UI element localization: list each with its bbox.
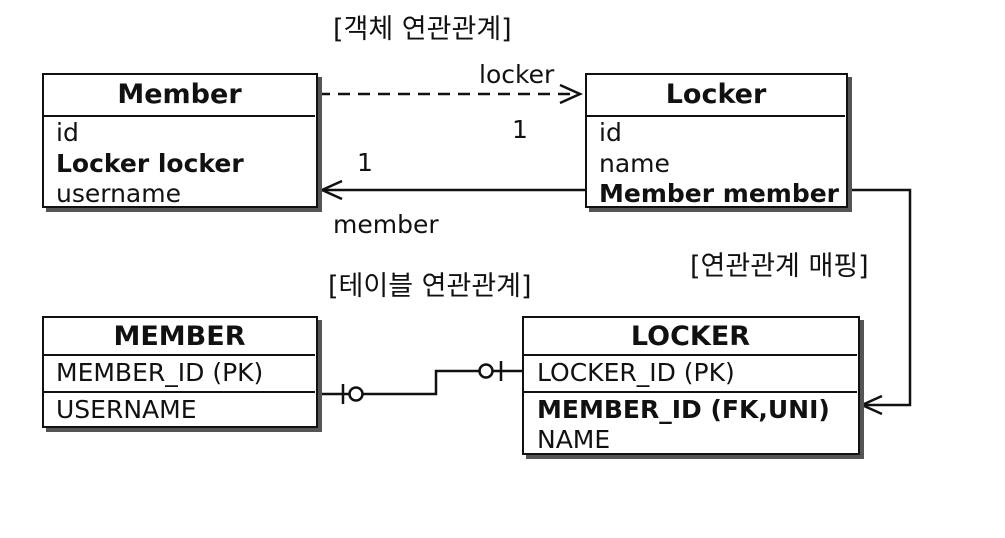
heading-table-relation: [테이블 연관관계] (328, 271, 532, 302)
member-field-locker: Locker locker (56, 149, 244, 178)
locker-role-label: locker (479, 60, 555, 89)
locker-class-name: Locker (665, 79, 767, 110)
locker-field-name: name (599, 149, 670, 178)
locker-circle-mark (478, 363, 494, 379)
member-field-id: id (56, 118, 79, 147)
locker-arrowhead (559, 83, 584, 105)
member-table-username: USERNAME (56, 395, 197, 424)
member-multiplicity: 1 (357, 148, 373, 177)
locker-table-name: LOCKER (630, 321, 751, 352)
locker-field-id: id (599, 118, 622, 147)
member-arrowhead (318, 179, 343, 201)
locker-table-name-col: NAME (537, 425, 611, 454)
member-class-name: Member (117, 79, 242, 110)
locker-table-divider-1 (524, 354, 857, 356)
member-class-box: Member id Locker locker username (42, 73, 318, 208)
member-circle-mark (348, 386, 364, 402)
locker-class-divider (587, 115, 845, 117)
member-field-username: username (56, 179, 181, 208)
mapping-line (848, 188, 912, 407)
member-class-divider (44, 115, 315, 117)
member-table-divider-1 (44, 354, 315, 356)
heading-mapping: [연관관계 매핑] (690, 251, 869, 282)
locker-table-box: LOCKER LOCKER_ID (PK) MEMBER_ID (FK,UNI)… (522, 316, 860, 455)
locker-multiplicity: 1 (512, 115, 528, 144)
member-table-box: MEMBER MEMBER_ID (PK) USERNAME (42, 316, 318, 428)
member-table-name: MEMBER (113, 321, 246, 352)
locker-field-member: Member member (599, 179, 840, 208)
member-table-divider-2 (44, 391, 315, 393)
locker-class-box: Locker id name Member member (585, 73, 848, 208)
member-role-label: member (333, 210, 439, 239)
locker-table-pk: LOCKER_ID (PK) (537, 358, 735, 387)
member-table-pk: MEMBER_ID (PK) (56, 358, 264, 387)
mapping-arrowhead (858, 394, 883, 416)
locker-table-fk: MEMBER_ID (FK,UNI) (537, 395, 830, 424)
locker-table-divider-2 (524, 391, 857, 393)
heading-object-relation: [객체 연관관계] (333, 14, 512, 45)
